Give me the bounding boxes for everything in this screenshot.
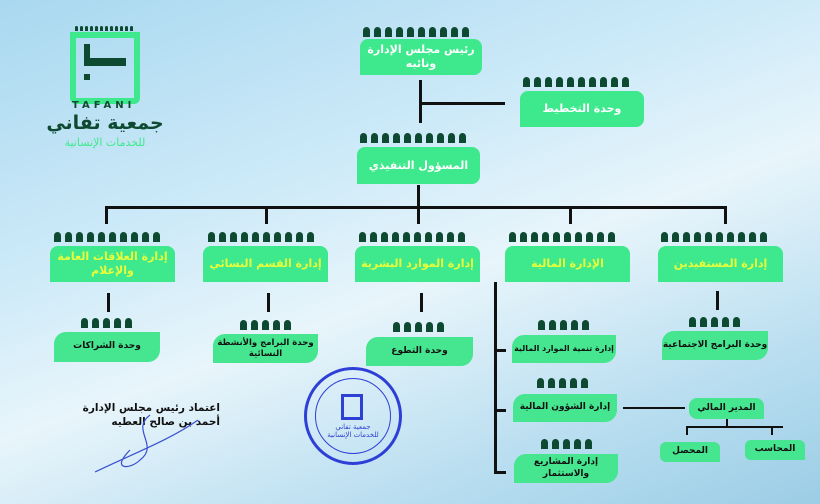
- connector: [686, 426, 783, 428]
- approval-name: أحمد بن صالح العطيه: [111, 416, 220, 428]
- comb-decoration: [360, 133, 466, 143]
- logo-latin: TAFANI: [72, 100, 136, 111]
- connector: [417, 185, 420, 207]
- unit-women-programs: وحدة البرامج والأنشطة النسائية: [213, 334, 318, 363]
- comb-decoration: [538, 320, 589, 330]
- comb-decoration: [689, 317, 740, 327]
- comb-decoration: [240, 320, 291, 330]
- logo-tagline: للخدمات الإنسانية: [64, 136, 146, 149]
- connector: [420, 102, 505, 105]
- connector: [107, 293, 110, 312]
- comb-decoration: [537, 378, 588, 388]
- dept-beneficiaries: إدارة المستفيدين: [658, 246, 783, 282]
- connector: [569, 206, 572, 224]
- connector: [417, 206, 420, 224]
- dept-hr: إدارة الموارد البشرية: [355, 246, 480, 282]
- connector: [716, 291, 719, 310]
- signature: [94, 414, 199, 473]
- finance-projects-investment: إدارة المشاريع والاستثمار: [514, 454, 618, 483]
- connector: [105, 206, 727, 209]
- comb-decoration: [363, 27, 469, 37]
- comb-decoration: [208, 232, 314, 242]
- accountant: المحاسب: [745, 440, 805, 460]
- logo-name: جمعية تفاني: [46, 112, 164, 134]
- connector: [105, 206, 108, 224]
- connector: [623, 407, 685, 409]
- unit-volunteering: وحدة التطوع: [366, 337, 473, 366]
- comb-decoration: [393, 322, 444, 332]
- dept-women: إدارة القسم النسائي: [203, 246, 328, 282]
- comb-decoration: [541, 439, 592, 449]
- connector: [494, 349, 506, 352]
- executive-box: المسؤول التنفيذي: [357, 147, 480, 184]
- logo-mark: [70, 32, 140, 104]
- comb-decoration: [509, 232, 615, 242]
- unit-social-programs: وحدة البرامج الاجتماعية: [662, 331, 768, 360]
- comb-decoration: [54, 232, 160, 242]
- connector: [771, 426, 773, 435]
- stamp-text: جمعية تفاني للخدمات الإنسانية: [327, 423, 379, 439]
- unit-partnerships: وحدة الشراكات: [54, 332, 160, 362]
- comb-decoration: [359, 232, 465, 242]
- connector: [420, 293, 423, 312]
- chairman-box: رئيس مجلس الإدارة ونائبه: [360, 39, 482, 75]
- comb-decoration: [661, 232, 767, 242]
- finance-affairs: إدارة الشؤون المالية: [513, 394, 617, 422]
- dept-public-relations: إدارة العلاقات العامة والإعلام: [50, 246, 175, 282]
- connector: [494, 409, 506, 412]
- collector: المحصل: [660, 442, 720, 462]
- finance-resources-development: إدارة تنمية الموارد المالية: [512, 335, 616, 363]
- connector: [267, 293, 270, 312]
- connector: [419, 80, 422, 123]
- comb-decoration: [523, 77, 629, 87]
- stamp: جمعية تفاني للخدمات الإنسانية: [304, 367, 402, 465]
- connector: [726, 419, 728, 427]
- connector: [494, 471, 506, 474]
- connector: [686, 426, 688, 435]
- connector: [265, 206, 268, 224]
- approval-title: اعتماد رئيس مجلس الإدارة: [82, 402, 220, 414]
- comb-decoration: [81, 318, 132, 328]
- connector: [724, 206, 727, 224]
- connector: [494, 282, 497, 473]
- dept-finance: الإدارة المالية: [505, 246, 630, 282]
- planning-unit-box: وحدة التخطيط: [520, 91, 644, 127]
- financial-manager: المدير المالي: [689, 398, 764, 419]
